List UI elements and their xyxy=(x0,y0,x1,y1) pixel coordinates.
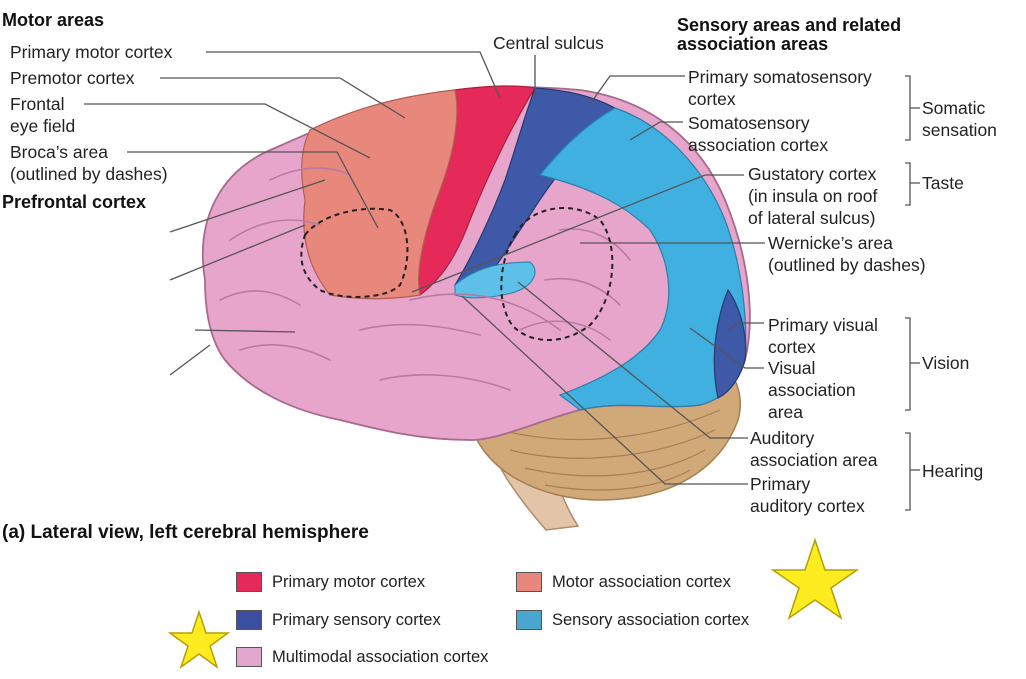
sensory-header-line1: Sensory areas and related xyxy=(677,15,902,35)
label-broca-line2: (outlined by dashes) xyxy=(10,164,168,184)
legend-item: Primary sensory cortex xyxy=(236,608,441,632)
label-broca: Broca’s area (outlined by dashes) xyxy=(10,141,168,185)
label-auditory-association: Auditory association area xyxy=(750,427,877,471)
label-auditory-assoc-line1: Auditory xyxy=(750,428,815,448)
sensory-header-line2: association areas xyxy=(677,34,829,54)
legend-swatch xyxy=(236,572,262,592)
region-primary-auditory xyxy=(454,261,536,299)
legend-item: Motor association cortex xyxy=(516,570,731,594)
label-visual-association: Visual association area xyxy=(768,357,856,423)
star-icon xyxy=(770,537,860,620)
label-frontal-eye-field: Frontal eye field xyxy=(10,93,75,137)
label-somatosensory-line1: Primary somatosensory xyxy=(688,67,872,87)
legend-item: Primary motor cortex xyxy=(236,570,425,594)
label-gustatory-line1: Gustatory cortex xyxy=(748,164,877,184)
label-visual-assoc-line2: association xyxy=(768,380,856,400)
label-somatosensory-line2: cortex xyxy=(688,89,736,109)
region-primary-visual xyxy=(713,288,747,399)
prefrontal-label: Prefrontal cortex xyxy=(2,192,147,212)
label-taste: Taste xyxy=(922,173,964,193)
label-somatic-line2: sensation xyxy=(922,120,997,140)
label-somatic-sensation: Somatic sensation xyxy=(922,97,997,141)
legend-label: Motor association cortex xyxy=(552,572,731,591)
label-primary-somatosensory: Primary somatosensory cortex xyxy=(688,66,872,110)
label-vision: Vision xyxy=(922,353,970,373)
label-wernicke-line1: Wernicke’s area xyxy=(768,233,893,253)
broca-outline xyxy=(300,207,409,298)
label-gustatory: Gustatory cortex (in insula on roof of l… xyxy=(748,163,877,229)
label-primary-auditory-line1: Primary xyxy=(750,474,811,494)
legend-label: Sensory association cortex xyxy=(552,610,750,629)
label-primary-visual: Primary visual cortex xyxy=(768,314,878,358)
label-primary-auditory: Primary auditory cortex xyxy=(750,473,865,517)
leader-lines xyxy=(84,51,920,511)
label-wernicke-line2: (outlined by dashes) xyxy=(768,255,926,275)
label-gustatory-line2: (in insula on roof xyxy=(748,186,878,206)
legend-swatch xyxy=(516,610,542,630)
label-auditory-assoc-line2: association area xyxy=(750,450,878,470)
star-icon xyxy=(167,609,231,669)
label-premotor: Premotor cortex xyxy=(10,68,135,88)
legend-item: Multimodal association cortex xyxy=(236,645,488,669)
legend-swatch xyxy=(236,647,262,667)
label-central-sulcus: Central sulcus xyxy=(493,33,604,53)
motor-areas-header: Motor areas xyxy=(2,10,105,30)
legend-label: Primary sensory cortex xyxy=(272,610,441,629)
legend-label: Multimodal association cortex xyxy=(272,647,489,666)
region-sensory-association xyxy=(538,107,747,411)
label-frontal-eye-line1: Frontal xyxy=(10,94,65,114)
label-gustatory-line3: of lateral sulcus) xyxy=(748,208,876,228)
label-somatic-line1: Somatic xyxy=(922,98,986,118)
label-broca-line1: Broca’s area xyxy=(10,142,108,162)
label-wernicke: Wernicke’s area (outlined by dashes) xyxy=(768,232,926,276)
label-hearing: Hearing xyxy=(922,461,984,481)
label-primary-visual-line1: Primary visual xyxy=(768,315,878,335)
wernicke-outline xyxy=(500,207,614,341)
legend-swatch xyxy=(516,572,542,592)
label-somatosensory-association: Somatosensory association cortex xyxy=(688,112,828,156)
sensory-areas-header: Sensory areas and related association ar… xyxy=(677,16,901,54)
label-somato-assoc-line2: association cortex xyxy=(688,135,829,155)
label-visual-assoc-line3: area xyxy=(768,402,804,422)
label-primary-visual-line2: cortex xyxy=(768,337,816,357)
label-primary-auditory-line2: auditory cortex xyxy=(750,496,865,516)
label-primary-motor: Primary motor cortex xyxy=(10,42,173,62)
figure-caption: (a) Lateral view, left cerebral hemisphe… xyxy=(2,522,369,543)
label-frontal-eye-line2: eye field xyxy=(10,116,76,136)
label-somato-assoc-line1: Somatosensory xyxy=(688,113,810,133)
legend-item: Sensory association cortex xyxy=(516,608,749,632)
legend-label: Primary motor cortex xyxy=(272,572,426,591)
legend-swatch xyxy=(236,610,262,630)
label-visual-assoc-line1: Visual xyxy=(768,358,816,378)
